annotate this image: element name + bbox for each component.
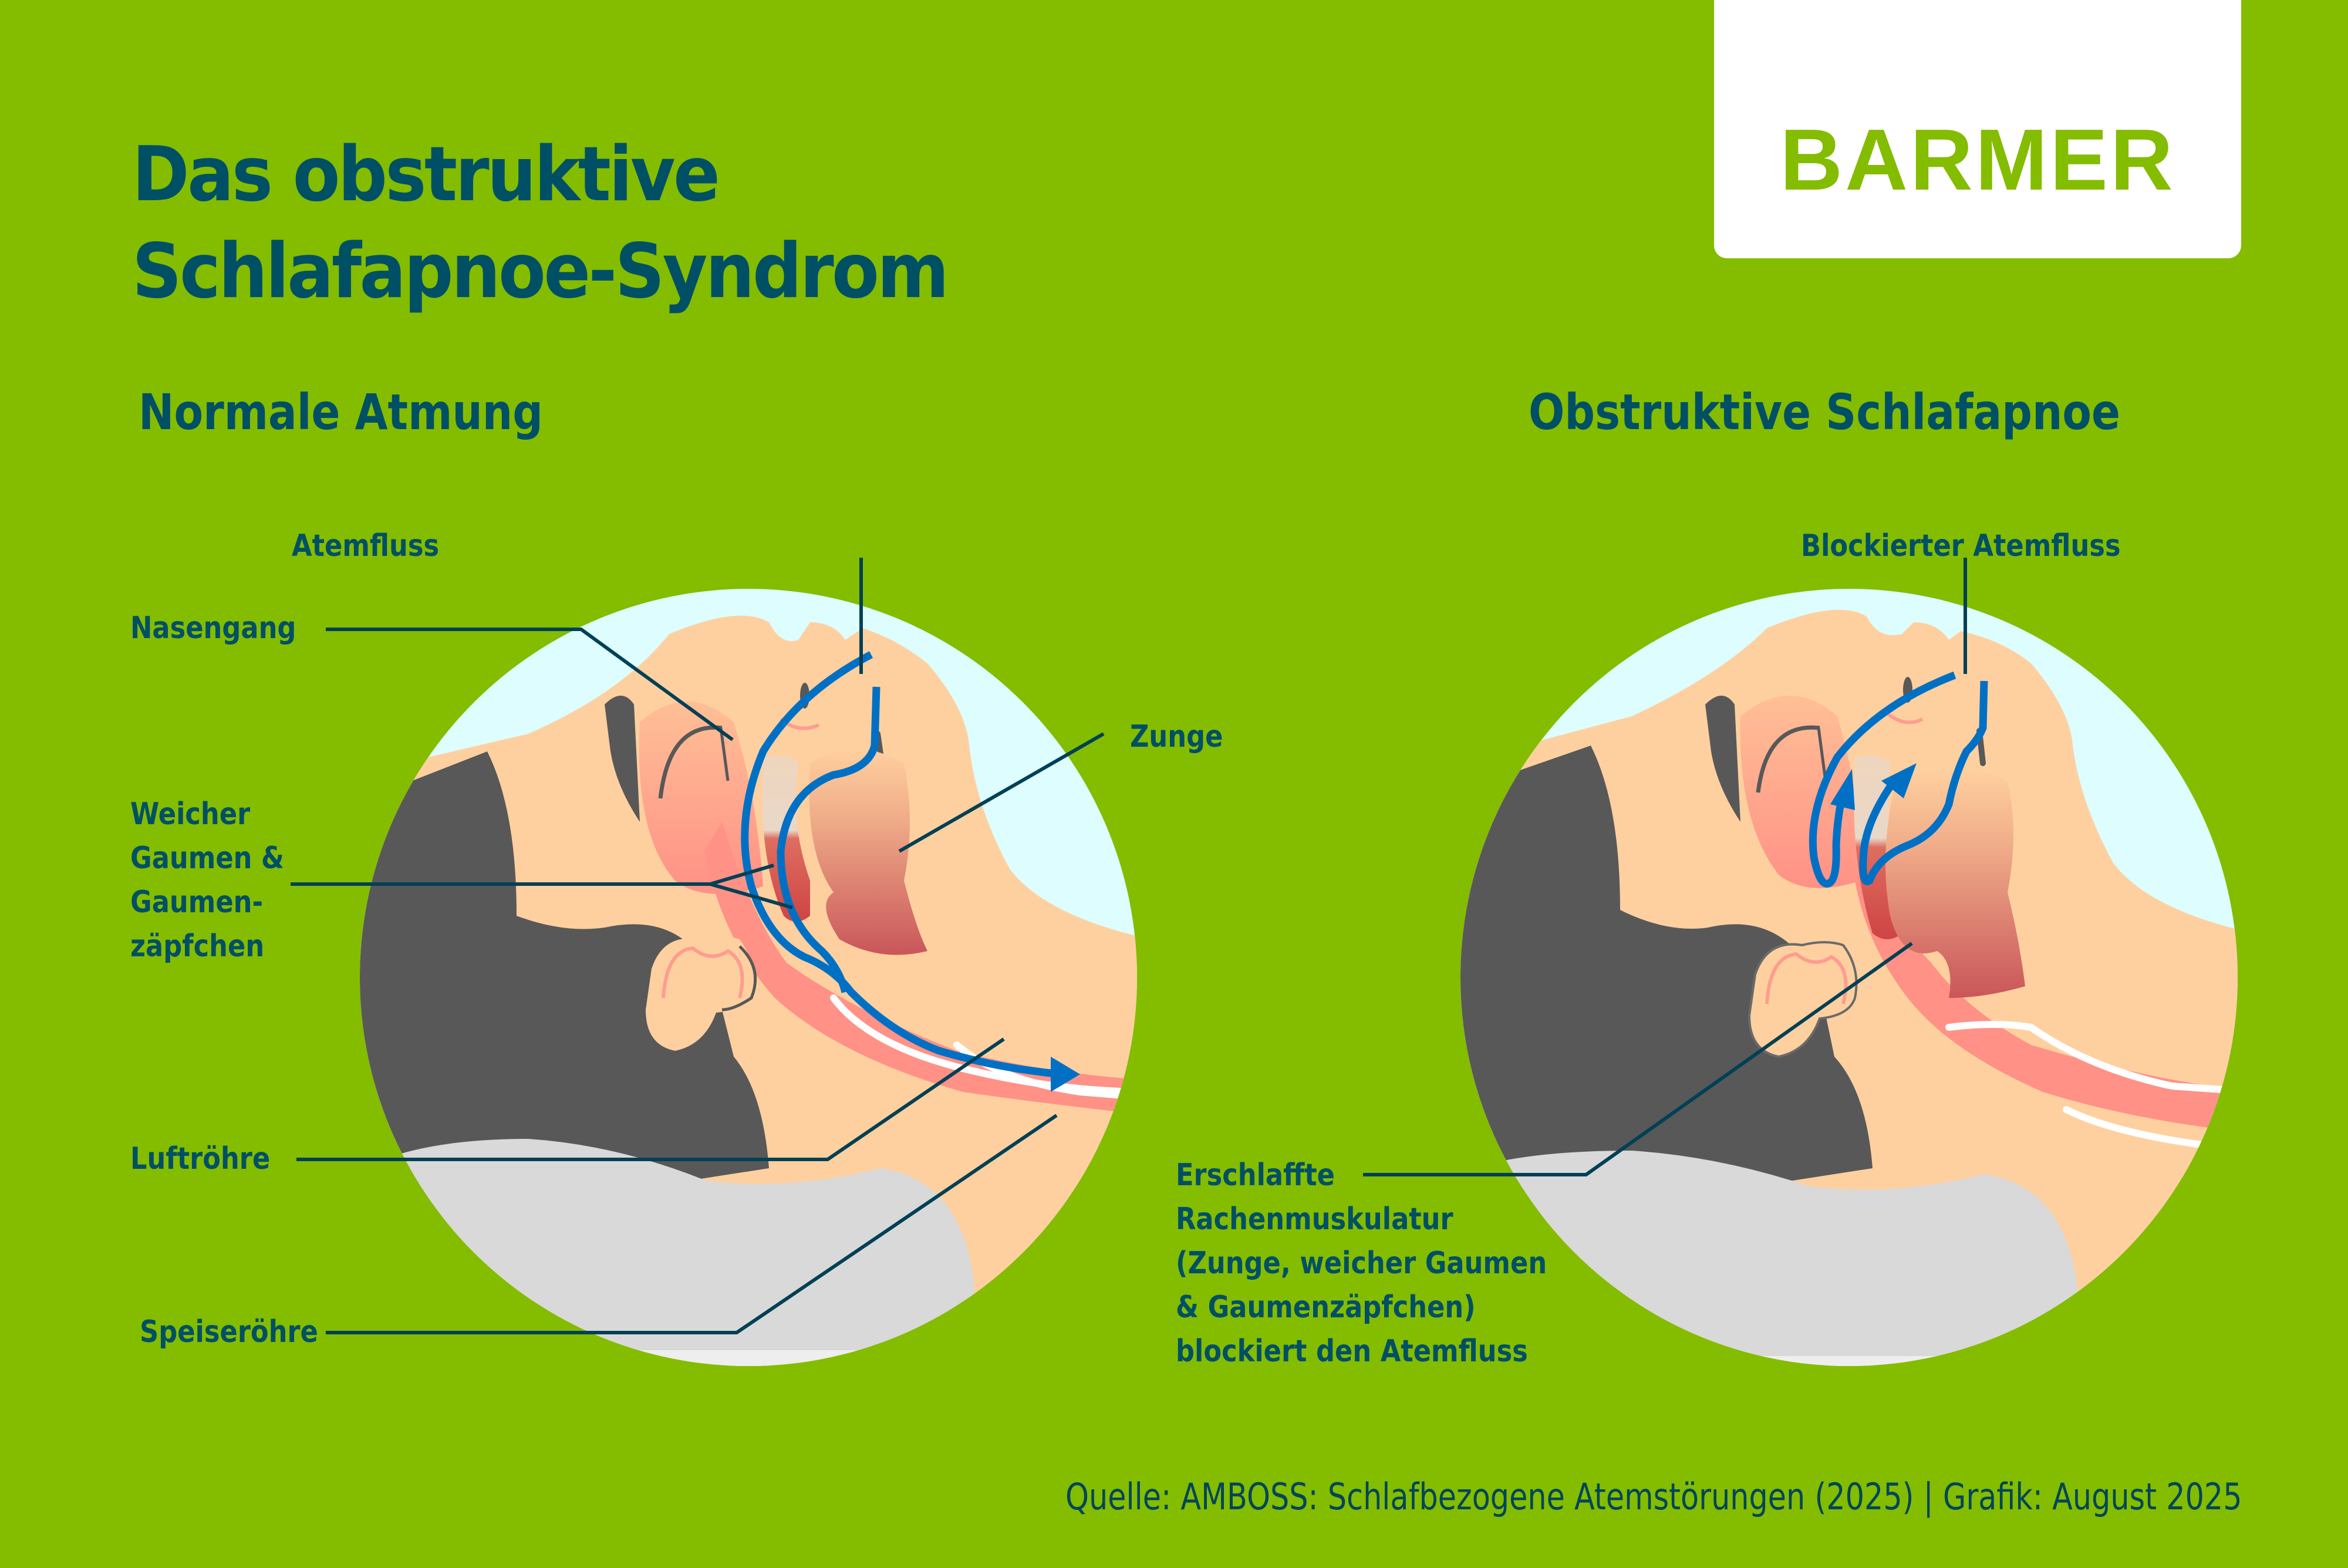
label-atemfluss: Atemfluss	[292, 528, 440, 564]
label-gaumen-line-3: Gaumen-	[130, 885, 264, 920]
barmer-logo: BARMER	[1714, 0, 2241, 258]
label-gaumen-line-2: Gaumen &	[130, 841, 285, 876]
label-erschlaffte-line-2: Rachenmuskulatur	[1176, 1202, 1453, 1237]
osa-leader-lines	[1363, 558, 1967, 1176]
source-credit: Quelle: AMBOSS: Schlafbezogene Atemstöru…	[1065, 1475, 2242, 1518]
label-weicher-gaumen: Weicher Gaumen & Gaumen- zäpfchen	[130, 793, 284, 969]
label-blockierter-atemfluss: Blockierter Atemfluss	[1801, 528, 2121, 564]
label-gaumen-line-1: Weicher	[130, 797, 251, 832]
label-speiseroehre: Speiseröhre	[140, 1314, 318, 1350]
page-title: Das obstruktive Schlafapnoe-Syndrom	[132, 126, 949, 320]
label-erschlaffte-line-3: (Zunge, weicher Gaumen	[1176, 1246, 1547, 1281]
title-line-2: Schlafapnoe-Syndrom	[132, 228, 949, 315]
label-nasengang: Nasengang	[130, 611, 296, 646]
label-erschlaffte-line-4: & Gaumenzäpfchen)	[1176, 1290, 1476, 1325]
label-gaumen-line-4: zäpfchen	[130, 929, 265, 964]
label-luftroehre: Luftröhre	[130, 1141, 271, 1176]
normal-breathing-illustration	[360, 589, 1137, 1366]
title-line-1: Das obstruktive	[132, 131, 720, 218]
obstructive-apnea-illustration	[1460, 589, 2238, 1366]
heading-obstructive-apnea: Obstruktive Schlafapnoe	[1529, 383, 2121, 441]
label-erschlaffte-line-5: blockiert den Atemfluss	[1176, 1334, 1528, 1369]
logo-text: BARMER	[1780, 112, 2175, 208]
heading-normal-breathing: Normale Atmung	[139, 383, 543, 441]
label-erschlaffte-rachenmuskulatur: Erschlaffte Rachenmuskulatur (Zunge, wei…	[1176, 1154, 1547, 1374]
normal-leader-lines	[291, 558, 1105, 1334]
label-erschlaffte-line-1: Erschlaffte	[1176, 1158, 1335, 1193]
label-zunge: Zunge	[1130, 719, 1223, 754]
